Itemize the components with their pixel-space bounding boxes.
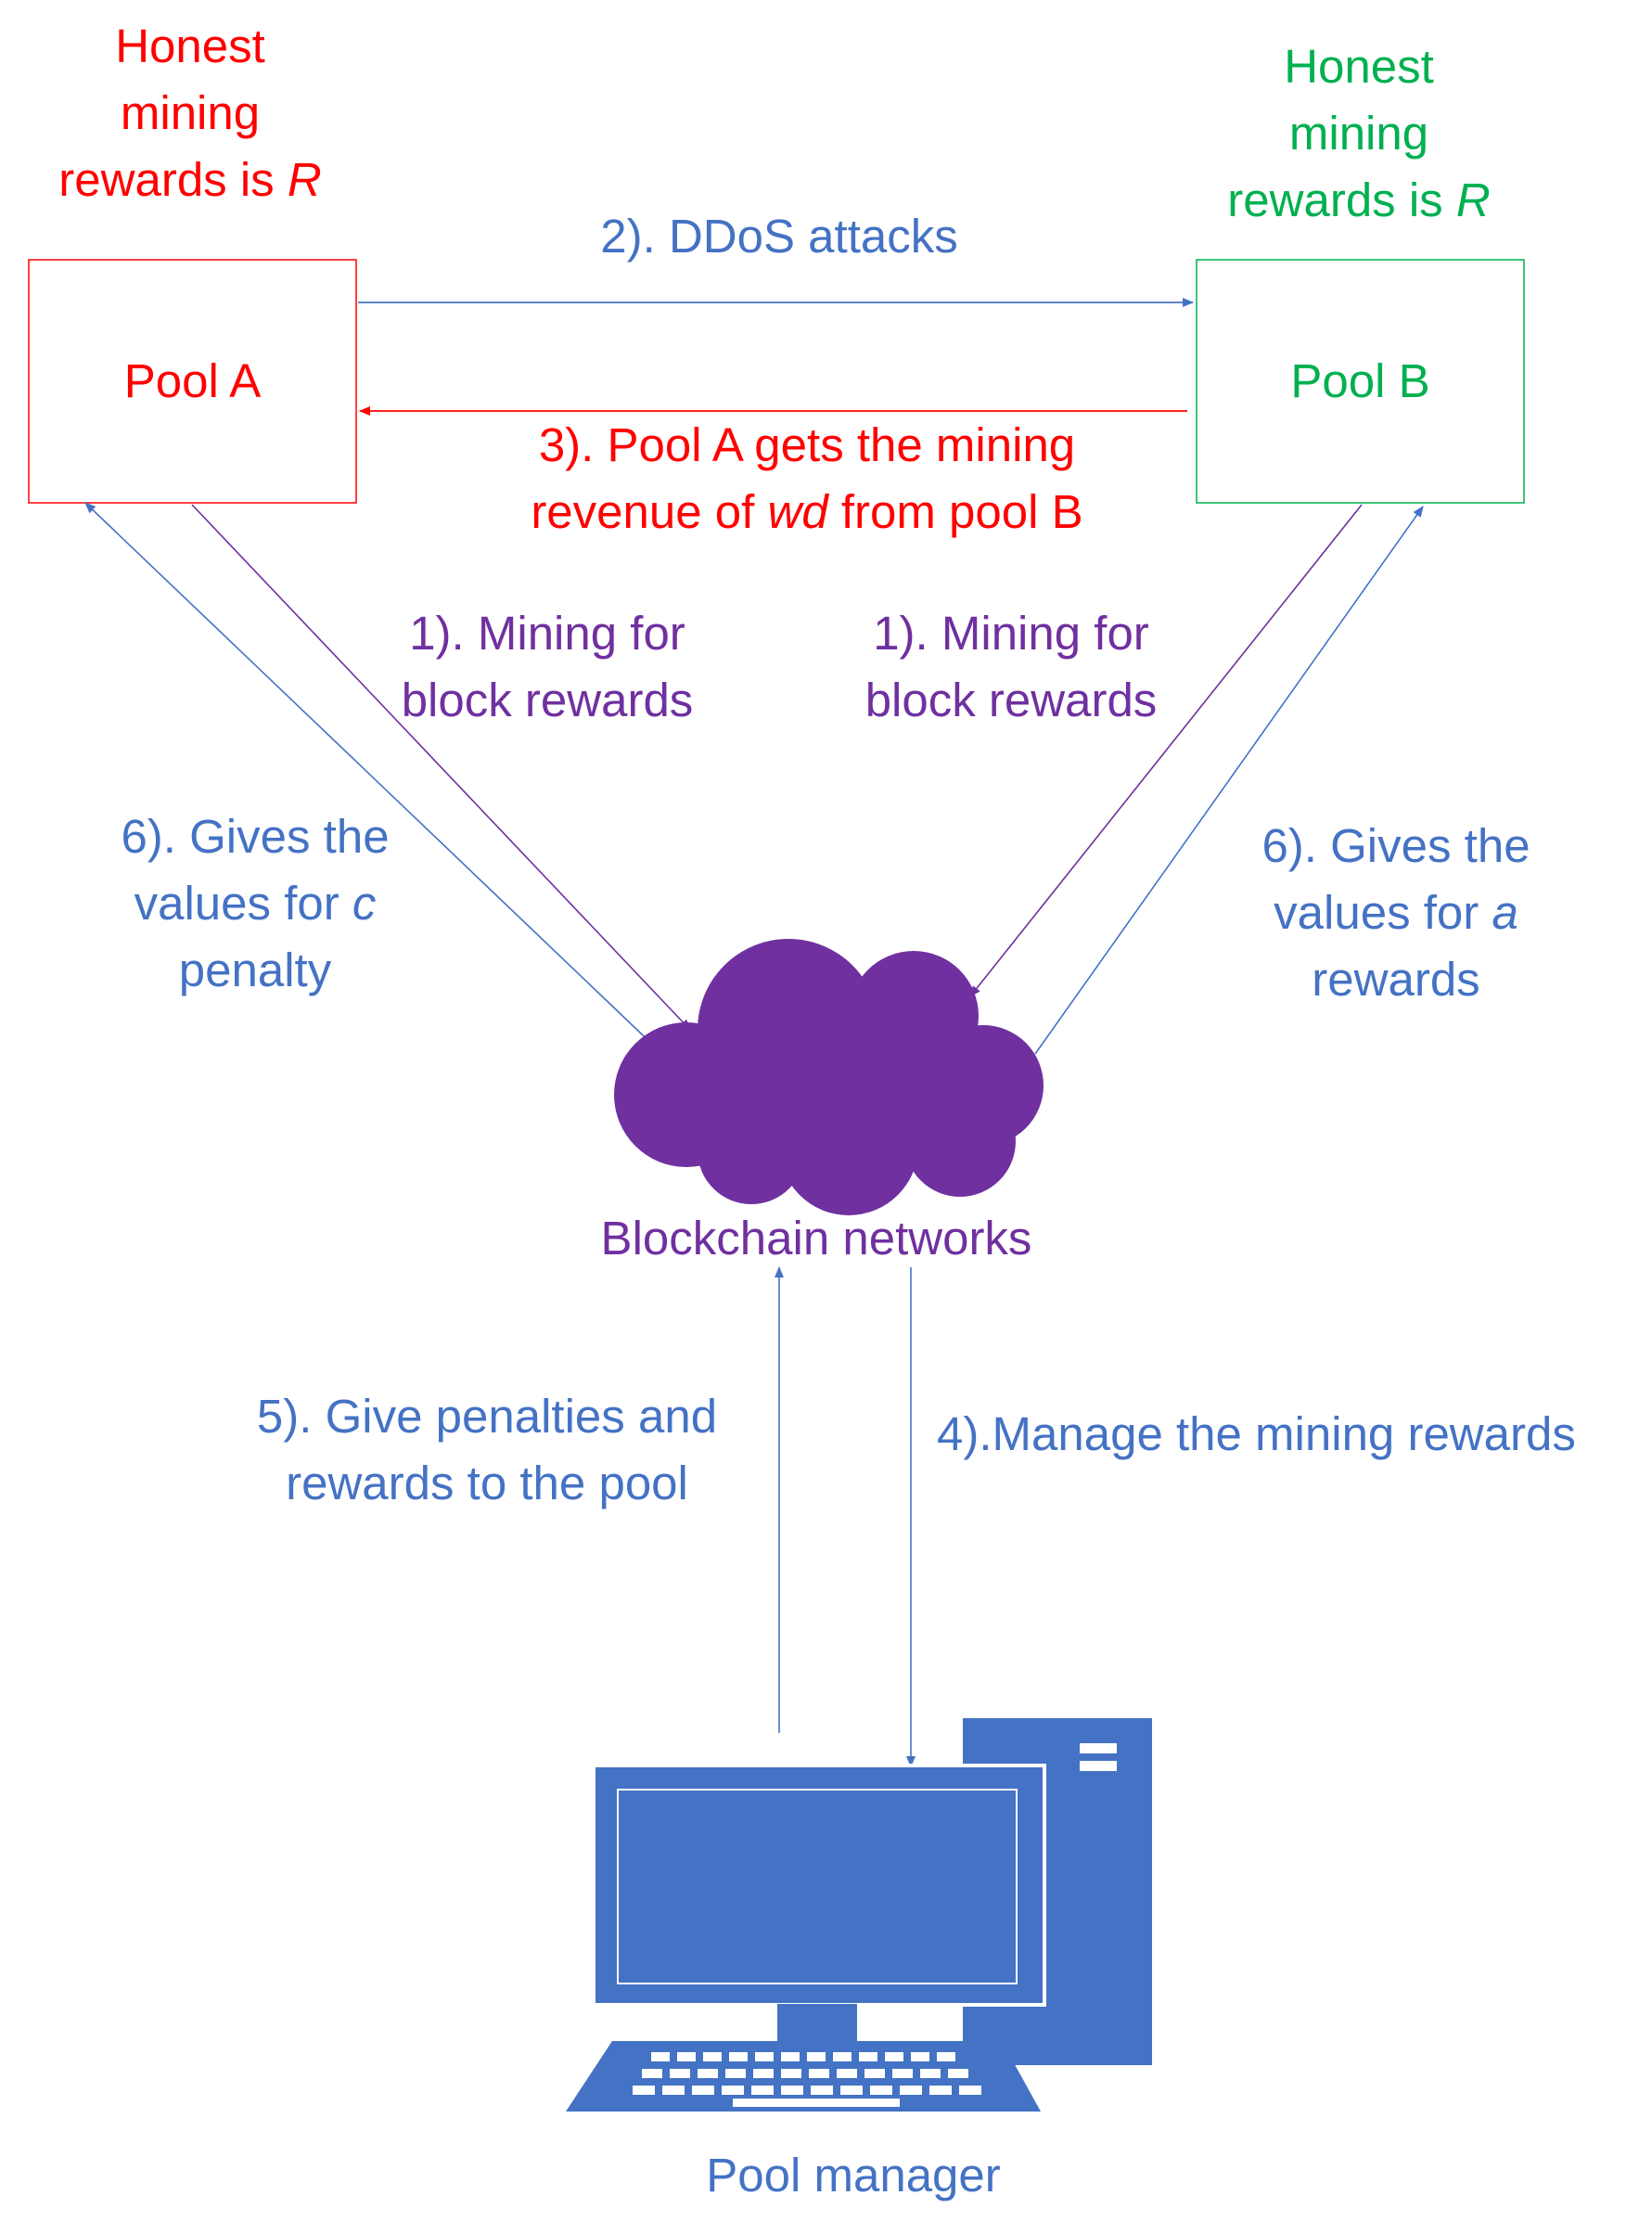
pool-b-honest-line3: rewards is R [1227, 173, 1491, 226]
monitor-screen [617, 1789, 1018, 1984]
mining-a-line1: 1). Mining for [409, 607, 685, 660]
keyboard-keys [633, 2052, 981, 2107]
monitor-frame [592, 1764, 1046, 2007]
gives-a-var: c [352, 877, 377, 930]
pool-b-label: Pool B [1290, 354, 1430, 407]
tower-slot-2 [1080, 1761, 1117, 1771]
revenue-var: wd [767, 485, 828, 538]
pool-a-honest-label: Honest mining rewards is R [37, 13, 343, 213]
mining-b-line1: 1). Mining for [873, 607, 1149, 660]
gives-a-line3: penalty [178, 944, 332, 996]
gives-arrow-b [1034, 506, 1424, 1055]
mining-b-line2: block rewards [864, 674, 1158, 726]
pool-b-honest-line2: mining [1288, 107, 1429, 160]
gives-label-b: 6). Gives the values for a rewards [1234, 813, 1558, 1013]
pool-a-box [28, 259, 357, 504]
gives-b-line2: values for a [1274, 886, 1518, 939]
desktop-computer-icon [566, 1718, 1152, 2112]
gives-label-a: 6). Gives the values for c penalty [93, 803, 417, 1004]
tower-slot-1 [1080, 1743, 1117, 1753]
pool-b-reward-var: R [1455, 173, 1491, 226]
gives-b-var: a [1492, 886, 1518, 939]
manage-label: 4).Manage the mining rewards [937, 1407, 1576, 1460]
gives-a-line1: 6). Gives the [121, 810, 390, 863]
pool-a-honest-line1: Honest [115, 19, 265, 72]
gives-arrow-a [84, 502, 661, 1053]
revenue-line2: revenue of wd from pool B [531, 485, 1083, 538]
mining-label-b: 1). Mining for block rewards [835, 600, 1187, 734]
pool-a-honest-line3: rewards is R [58, 153, 322, 206]
penalties-label: 5). Give penalties and rewards to the po… [209, 1383, 765, 1517]
ddos-label: 2). DDoS attacks [600, 210, 958, 263]
mining-label-a: 1). Mining for block rewards [371, 600, 724, 734]
network-label: Blockchain networks [600, 1212, 1032, 1265]
pool-a-label: Pool A [123, 354, 262, 407]
monitor-stand [777, 2004, 857, 2041]
mining-arrow-b [969, 504, 1363, 997]
gives-a-line2: values for c [134, 877, 377, 930]
manager-label: Pool manager [706, 2149, 1001, 2202]
pool-b-box [1196, 259, 1525, 504]
revenue-label: 3). Pool A gets the mining revenue of wd… [482, 412, 1132, 546]
penalties-line1: 5). Give penalties and [256, 1390, 718, 1443]
pool-b-honest-line1: Honest [1284, 40, 1434, 93]
mining-a-line2: block rewards [401, 674, 694, 726]
pool-a-reward-var: R [287, 153, 322, 206]
cloud-icon [614, 939, 1044, 1215]
mining-arrow-a [191, 504, 691, 1031]
revenue-line1: 3). Pool A gets the mining [538, 418, 1076, 471]
gives-b-line3: rewards [1312, 953, 1480, 1006]
penalties-line2: rewards to the pool [286, 1457, 688, 1509]
pool-a-honest-line2: mining [120, 86, 261, 139]
pool-b-honest-label: Honest mining rewards is R [1206, 33, 1512, 234]
gives-b-line1: 6). Gives the [1261, 819, 1530, 872]
